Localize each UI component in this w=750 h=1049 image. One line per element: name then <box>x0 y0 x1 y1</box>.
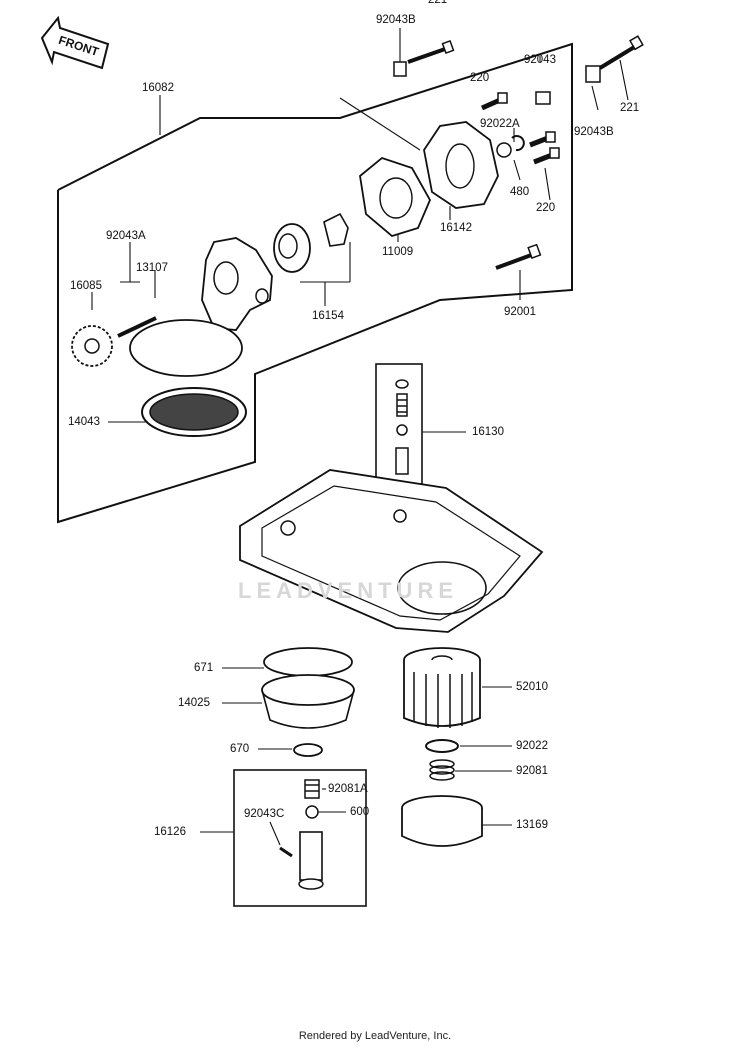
pin-13107-icon <box>117 316 157 338</box>
leader-lines <box>91 28 629 846</box>
part-label-52010: 52010 <box>516 681 548 693</box>
clip-480-icon <box>511 135 525 152</box>
washer-92022-icon <box>425 739 459 753</box>
part-label-16126: 16126 <box>154 826 186 838</box>
oil-pickup-icon <box>129 319 243 377</box>
part-label-92043a: 92043A <box>106 230 146 242</box>
bolt-92001-icon <box>495 243 542 270</box>
screen-14043-icon <box>141 387 247 437</box>
relief-valve-16130-icon <box>395 379 409 475</box>
bolt-221-top-icon <box>407 39 455 64</box>
part-label-92043c: 92043C <box>244 808 285 820</box>
part-label-671: 671 <box>194 662 214 674</box>
footer-credit: Rendered by LeadVenture, Inc. <box>298 1030 452 1042</box>
part-label-11009: 11009 <box>382 246 414 258</box>
part-label-16154: 16154 <box>312 310 344 322</box>
filter-cover-13169-icon <box>401 795 483 847</box>
watermark: LEADVENTURE <box>238 578 459 603</box>
screen-14025-icon <box>261 674 355 729</box>
collar-92043b-top-icon <box>393 61 407 77</box>
front-arrow-icon <box>40 15 110 70</box>
collar-92043b-right-icon <box>585 65 601 83</box>
part-label-92043: 92043 <box>524 54 556 66</box>
part-label-92043b-top: 92043B <box>376 14 416 26</box>
bolt-220-top-icon <box>480 92 508 111</box>
part-label-92043b-right: 92043B <box>574 126 614 138</box>
part-label-16130: 16130 <box>472 426 504 438</box>
part-label-600: 600 <box>350 806 370 818</box>
oil-pump-body-icon <box>201 237 273 331</box>
assembly-boundary <box>57 42 573 524</box>
part-label-670: 670 <box>230 743 250 755</box>
part-label-16142: 16142 <box>440 222 472 234</box>
oil-filter-52010-icon <box>403 647 481 728</box>
part-label-220-top: 220 <box>470 72 490 84</box>
bypass-valve-bracket <box>233 769 367 907</box>
pump-cover-16142-icon <box>423 121 499 209</box>
oil-pan-icon <box>239 469 544 633</box>
part-label-92022: 92022 <box>516 740 548 752</box>
part-label-14025: 14025 <box>178 697 210 709</box>
part-label-92081: 92081 <box>516 765 548 777</box>
rotor-16154-icon <box>273 212 349 273</box>
bypass-valve-16126-icon <box>279 779 324 890</box>
part-label-13107: 13107 <box>136 262 168 274</box>
collar-92043-icon <box>535 91 551 105</box>
bolt-221-right-icon <box>598 35 644 70</box>
part-label-220-right: 220 <box>536 202 556 214</box>
part-label-92081a: 92081A <box>328 783 368 795</box>
part-label-92001: 92001 <box>504 306 536 318</box>
oring-671-icon <box>263 647 353 677</box>
sprocket-16085-icon <box>71 325 113 367</box>
part-label-92022a: 92022A <box>480 118 520 130</box>
part-label-16082: 16082 <box>142 82 174 94</box>
oring-92022a-icon <box>496 142 512 158</box>
part-label-14043: 14043 <box>68 416 100 428</box>
part-label-480: 480 <box>510 186 530 198</box>
part-label-221-right: 221 <box>620 102 640 114</box>
bolt-220-right-icon <box>529 131 560 165</box>
oring-670-icon <box>293 743 323 757</box>
part-label-13169: 13169 <box>516 819 548 831</box>
part-label-221-top: 221 <box>428 0 448 6</box>
spring-92081-icon <box>429 759 455 781</box>
part-label-16085: 16085 <box>70 280 102 292</box>
gasket-11009-icon <box>359 156 432 238</box>
